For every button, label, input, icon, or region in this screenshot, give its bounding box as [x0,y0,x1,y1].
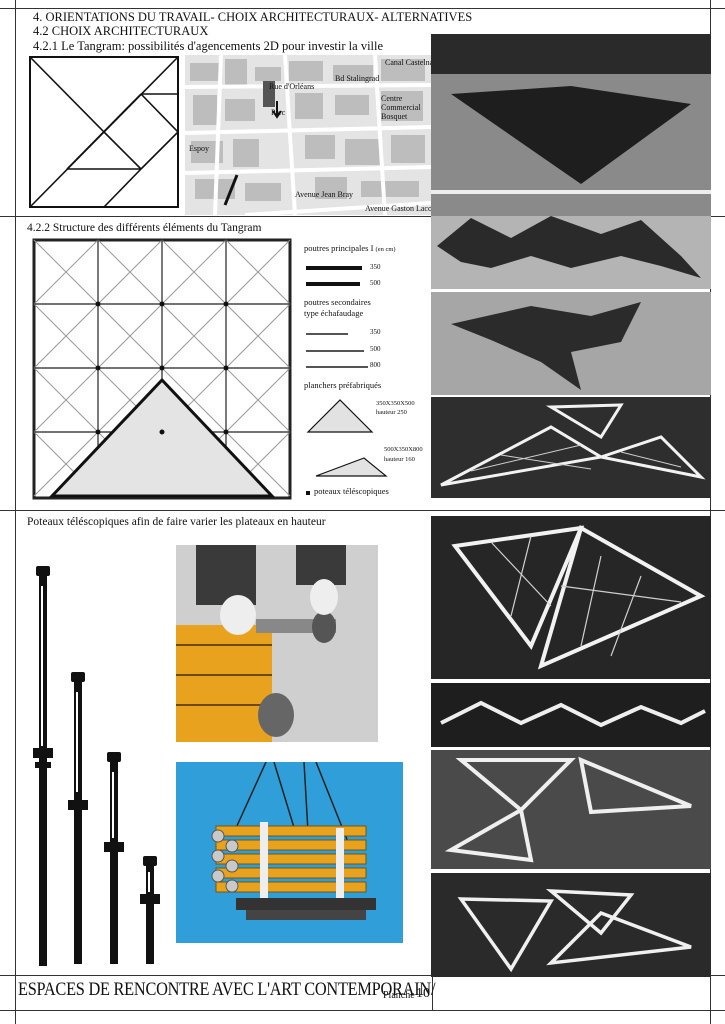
plancher-1-dim: 350X350X500 [376,400,415,407]
pp-beam-350 [306,266,362,270]
map-label: Centre Commercial Bosquet [381,94,421,121]
map-label: Parc [271,108,286,117]
scaffold-hands-photo [176,545,378,742]
tangram-model-photo-2 [431,516,711,679]
pp-beam-500 [306,282,360,286]
plancher-1-height: hauteur 250 [376,409,407,416]
frame-bottom-line [0,1010,725,1011]
legend-planchers: planchers préfabriqués [304,380,382,390]
footer-planche-label: Planche [383,990,415,1001]
ps-size-500: 500 [370,345,381,353]
poteaux-marker [306,491,310,495]
tangram-shadow-photo-2 [431,216,711,289]
structure-plan [32,238,292,500]
ps-beam-800 [306,366,368,368]
tangram-shadow-photo-3 [431,292,711,395]
legend-poutres-principales-label: poutres principales I [304,243,374,253]
tangram-shadow-photo-1 [431,34,711,216]
ps-beam-500 [306,350,364,352]
map-label: Canal Castelnau [385,58,431,67]
plancher-2-shape [314,456,388,478]
header-line-2: 4.2 CHOIX ARCHITECTURAUX [33,24,209,38]
tangram-model-photo-5 [431,873,711,977]
plancher-2-dim: 500X350X800 [384,446,423,453]
map-label: Avenue Gaston Lacoste [365,204,431,213]
section2-title: 4.2.2 Structure des différents éléments … [27,222,262,234]
city-map: Canal Castelnau Bd Stalingrad Rue d'Orlé… [185,55,431,215]
pp-size-500: 500 [370,279,381,287]
pp-size-350: 350 [370,263,381,271]
footer-planche-number: 10 [416,986,430,1001]
tangram-model-photo-1 [431,397,711,498]
frame-right-line [710,0,711,1024]
frame-top-line [0,8,725,9]
legend-unit: (en cm) [375,246,396,253]
legend-poutres-principales: poutres principales I (en cm) [304,243,396,253]
header-line-3: 4.2.1 Le Tangram: possibilités d'agencem… [33,39,384,53]
tangram-model-photo-4 [431,750,711,869]
telescopic-posts-drawing [30,566,170,970]
map-label: Espoy [189,144,209,153]
scaffold-crane-photo [176,762,403,943]
ps-beam-350 [306,333,348,335]
plancher-2-height: hauteur 160 [384,456,415,463]
footer-divider [432,975,433,1010]
divider-line-2 [0,510,725,511]
section3-title: Poteaux téléscopiques afin de faire vari… [27,516,326,528]
tangram-diagram [29,56,179,208]
map-label: Bd Stalingrad [335,74,380,83]
header-line-1: 4. ORIENTATIONS DU TRAVAIL- CHOIX ARCHIT… [33,10,473,24]
divider-line-1 [0,216,725,217]
map-label: Avenue Jean Bray [295,190,354,199]
plancher-1-shape [306,398,374,434]
legend-poutres-secondaires-1: poutres secondaires [304,297,371,307]
ps-size-350: 350 [370,328,381,336]
tangram-model-photo-3 [431,683,711,747]
legend-poteaux: poteaux téléscopiques [314,486,389,496]
ps-size-800: 800 [370,361,381,369]
legend-poutres-secondaires-2: type échafaudage [304,308,364,318]
frame-left-line [15,0,16,1024]
footer-title: ESPACES DE RENCONTRE AVEC L'ART CONTEMPO… [18,979,436,1000]
divider-line-3 [0,975,725,976]
map-label: Rue d'Orléans [269,82,315,91]
